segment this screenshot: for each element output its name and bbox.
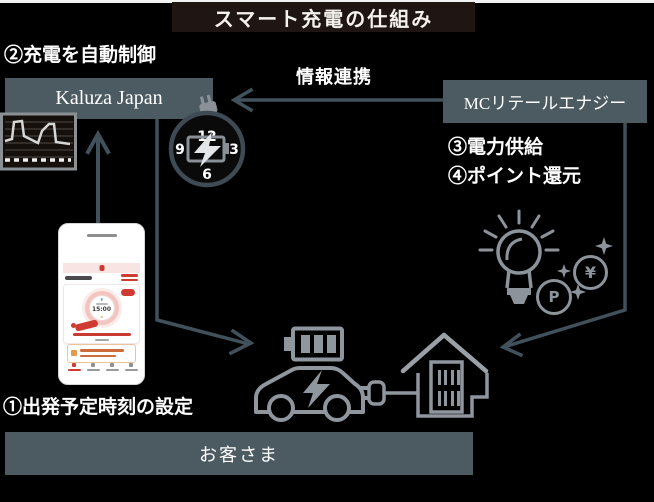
label-step3-power-supply: ③電力供給 [448, 137, 544, 158]
car-lightning-icon [303, 370, 330, 408]
charge-substatus-text [94, 338, 109, 341]
kaluza-app-phone-mockup: 15:00 [58, 223, 145, 385]
notice-text-line2 [80, 354, 116, 357]
clock-number-6: 6 [202, 167, 212, 183]
ev-car-icon [254, 366, 365, 422]
yen-coin-icon: ¥ [573, 255, 608, 290]
notice-text-line1 [80, 349, 124, 352]
nav-account-label [124, 369, 138, 371]
left-down-arrowhead-icon [499, 332, 524, 358]
sparkle-icon [557, 264, 571, 278]
title-rule [0, 0, 654, 3]
dial-tick-bottom [100, 315, 103, 318]
house-door [429, 360, 464, 414]
dial-ring: 15:00 [84, 291, 119, 325]
up-arrowhead-icon [85, 129, 111, 155]
clock-number-3: 3 [229, 142, 239, 158]
app-logo-icon [99, 265, 104, 271]
nav-points-label [105, 369, 119, 371]
dial-face: 15:00 [88, 295, 115, 321]
label-info-link: 情報連携 [296, 67, 372, 87]
nav-schedule-label [86, 369, 100, 371]
lightbulb-benefit-icon [478, 209, 613, 304]
app-bottom-nav [59, 363, 144, 375]
nav-points-icon [110, 363, 114, 367]
sparkle-icon [595, 237, 613, 255]
ev-battery-icon [284, 326, 344, 362]
right-down-arrowhead-icon [228, 328, 255, 356]
smart-charge-notice-box [67, 344, 136, 363]
app-link-text-2 [121, 278, 138, 281]
label-step4-point-return: ④ポイント還元 [448, 166, 582, 187]
mc-retail-energy-box: MCリテールエナジー [443, 80, 647, 123]
charge-status-text [72, 333, 131, 336]
label-step1-departure-time: ①出発予定時刻の設定 [3, 397, 194, 418]
notice-icon [71, 350, 77, 356]
dial-caption [95, 303, 108, 305]
label-step2-auto-control: ②充電を自動制御 [4, 45, 157, 66]
house-icon [400, 332, 489, 418]
clock-number-9: 9 [175, 142, 185, 158]
page-title: スマート充電の仕組み [172, 2, 475, 32]
phone-speaker [86, 234, 117, 237]
sparkle-icon [570, 284, 586, 300]
app-header-bar [63, 263, 140, 273]
nav-home-label [67, 369, 81, 371]
dial-marker-dot [71, 323, 76, 328]
charging-plug-icon [361, 380, 418, 406]
dial-tick-top [100, 298, 103, 301]
nav-account-icon [129, 363, 133, 367]
departure-time-card: 15:00 [63, 284, 140, 344]
departure-time-value: 15:00 [91, 306, 112, 313]
nav-schedule-icon [91, 363, 95, 367]
demand-curve-chart-icon [0, 112, 77, 171]
nav-home-icon [72, 363, 76, 367]
info-link-arrowhead-icon [230, 87, 254, 113]
point-coin-icon: P [536, 279, 572, 315]
customer-bar: お客さま [5, 432, 473, 475]
charging-timer-clock-icon: 12 3 6 9 [168, 94, 246, 188]
app-username-text [65, 276, 92, 280]
kaluza-japan-box: Kaluza Japan [5, 78, 213, 119]
card-badge [121, 289, 135, 296]
battery-lightning-icon [186, 132, 229, 167]
app-link-text-1 [121, 274, 138, 277]
mc-to-house-arrow-line [504, 121, 627, 349]
dial-marker-pill [74, 319, 99, 332]
kaluza-to-car-arrow-line [155, 117, 248, 346]
